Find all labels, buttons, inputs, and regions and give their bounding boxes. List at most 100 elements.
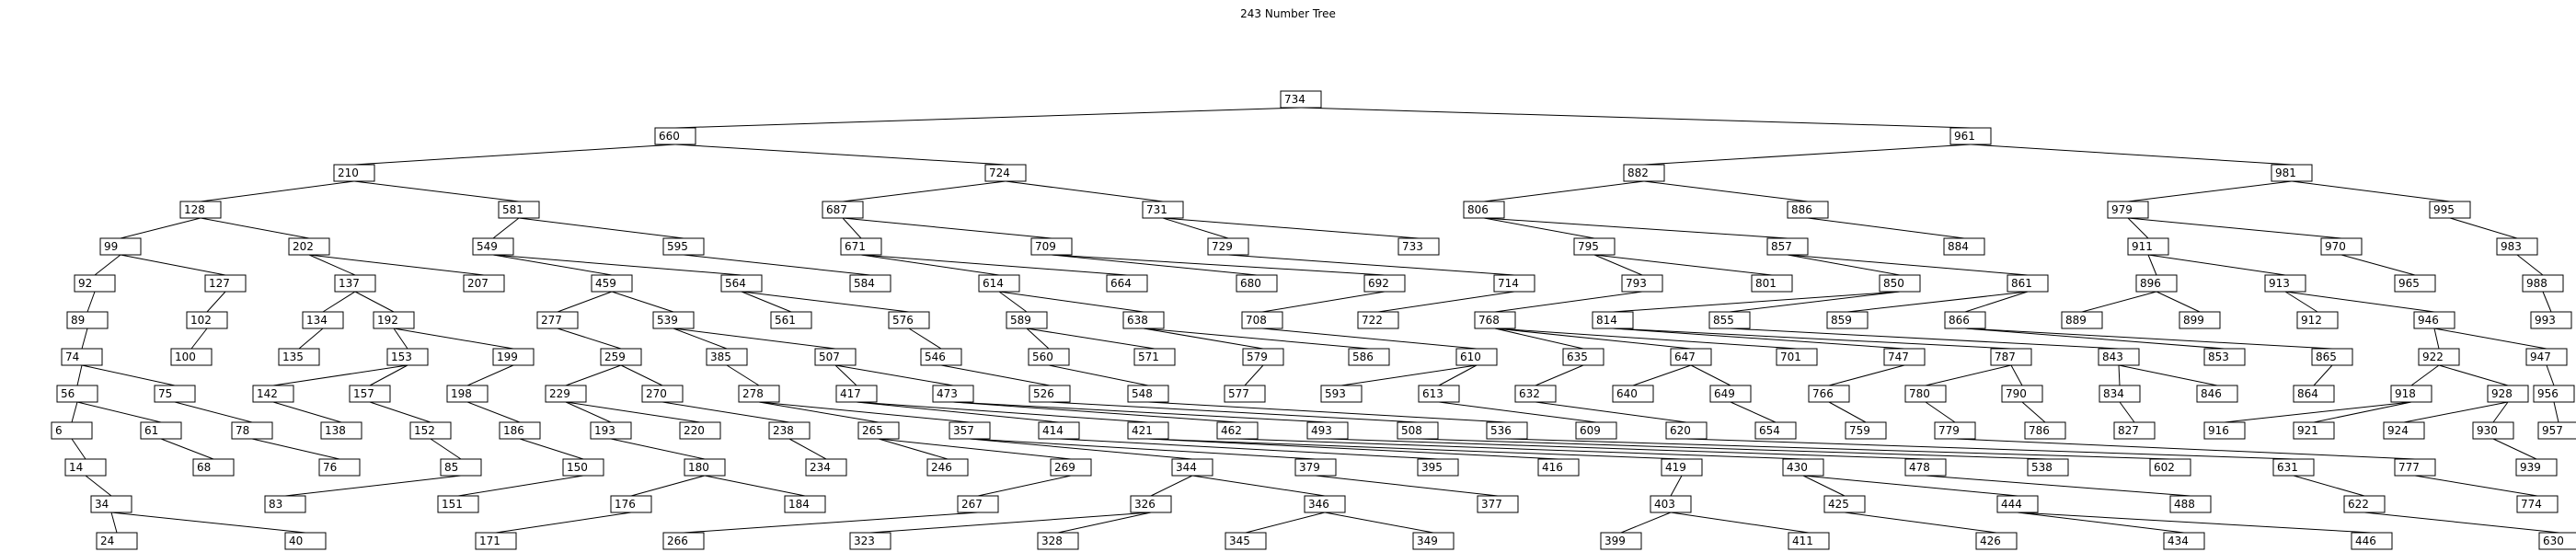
node-box (1133, 348, 1176, 366)
node-box (2098, 348, 2140, 366)
tree-node-152: 152 (409, 421, 452, 440)
tree-node-446: 446 (2351, 532, 2393, 550)
node-label: 561 (775, 314, 796, 327)
node-box (288, 237, 330, 256)
node-box (463, 274, 505, 293)
edge-n814-n747 (1612, 328, 1905, 350)
edge-n671-n614 (860, 254, 1000, 276)
node-label: 995 (2433, 203, 2455, 216)
node-label: 957 (2542, 424, 2563, 437)
edge-n729-n714 (1227, 254, 1515, 276)
tree-node-76: 76 (318, 458, 361, 477)
edge-n795-n793 (1593, 254, 1643, 276)
node-box (2472, 421, 2514, 440)
node-box (1573, 237, 1616, 256)
tree-node-416: 416 (1537, 458, 1580, 477)
node-label: 979 (2111, 203, 2133, 216)
edge-n99-n92 (94, 254, 121, 276)
tree-node-701: 701 (1776, 348, 1818, 366)
node-box (1474, 311, 1516, 329)
tree-node-444: 444 (1996, 495, 2039, 513)
node-label: 426 (1980, 535, 2001, 547)
node-label: 924 (2387, 424, 2409, 437)
edge-n326-n323 (869, 512, 1152, 534)
node-label: 24 (100, 535, 114, 547)
node-box (2383, 421, 2425, 440)
node-label: 385 (710, 351, 731, 363)
edge-n855-n843 (1729, 328, 2120, 350)
edge-n589-n560 (1026, 328, 1050, 350)
edge-n995-n983 (2449, 217, 2518, 239)
edge-n539-n507 (673, 328, 836, 350)
node-label: 89 (71, 314, 85, 327)
edge-n970-n965 (2340, 254, 2416, 276)
tree-node-157: 157 (349, 385, 391, 403)
tree-node-827: 827 (2113, 421, 2156, 440)
node-label: 266 (667, 535, 688, 547)
node-label: 128 (184, 203, 205, 216)
tree-node-759: 759 (1845, 421, 1887, 440)
tree-node-150: 150 (562, 458, 604, 477)
node-label: 421 (1132, 424, 1153, 437)
tree-node-631: 631 (2272, 458, 2315, 477)
node-label: 631 (2277, 461, 2298, 474)
node-box (475, 532, 517, 550)
node-label: 787 (1995, 351, 2016, 363)
node-label: 326 (1134, 498, 1156, 511)
node-label: 928 (2491, 387, 2513, 400)
edge-n614-n638 (998, 291, 1144, 313)
node-box (1661, 458, 1703, 477)
tree-node-671: 671 (840, 237, 882, 256)
node-label: 613 (1422, 387, 1443, 400)
node-box (90, 495, 132, 513)
edge-n152-n85 (430, 438, 462, 460)
edge-n581-n549 (492, 217, 520, 239)
edge-n779-n777 (1954, 438, 2416, 460)
tree-node-571: 571 (1133, 348, 1176, 366)
tree-node-787: 787 (1990, 348, 2032, 366)
edge-n127-n102 (206, 291, 226, 313)
node-box (662, 237, 705, 256)
edge-n493-n478 (1327, 438, 1926, 460)
node-label: 680 (1240, 277, 1261, 290)
edge-n946-n947 (2433, 328, 2547, 350)
edge-n631-n622 (2293, 475, 2365, 497)
node-label: 220 (684, 424, 705, 437)
edge-n564-n576 (741, 291, 910, 313)
edge-n267-n266 (683, 512, 979, 534)
tree-node-965: 965 (2394, 274, 2436, 293)
tree-node-6: 6 (51, 421, 93, 440)
edge-n930-n939 (2492, 438, 2537, 460)
edge-n459-n277 (557, 291, 613, 313)
node-box (1537, 458, 1580, 477)
edge-n911-n913 (2147, 254, 2286, 276)
node-label: 377 (1481, 498, 1502, 511)
node-box (1225, 532, 1267, 550)
edge-n473-n462 (952, 401, 1238, 423)
node-box (888, 311, 930, 329)
node-box (2293, 385, 2335, 403)
node-box (1207, 237, 1249, 256)
node-box (51, 421, 93, 440)
tree-node-171: 171 (475, 532, 517, 550)
edge-n595-n584 (683, 254, 871, 276)
edge-n74-n56 (76, 364, 83, 386)
edge-n687-n671 (842, 217, 862, 239)
edge-n708-n610 (1261, 328, 1478, 350)
node-label: 267 (961, 498, 983, 511)
node-box (56, 385, 98, 403)
edge-n843-n846 (2118, 364, 2218, 386)
tree-node-660: 660 (654, 127, 696, 145)
edge-n193-n180 (610, 438, 706, 460)
node-box (204, 274, 247, 293)
tree-node-377: 377 (1477, 495, 1519, 513)
tree-node-538: 538 (2027, 458, 2069, 477)
edge-n814-n787 (1612, 328, 2012, 350)
node-box (1943, 237, 1985, 256)
tree-node-507: 507 (814, 348, 857, 366)
edge-n459-n539 (611, 291, 674, 313)
node-box (1397, 237, 1440, 256)
node-label: 649 (1714, 387, 1735, 400)
node-box (1050, 458, 1092, 477)
tree-node-345: 345 (1225, 532, 1267, 550)
